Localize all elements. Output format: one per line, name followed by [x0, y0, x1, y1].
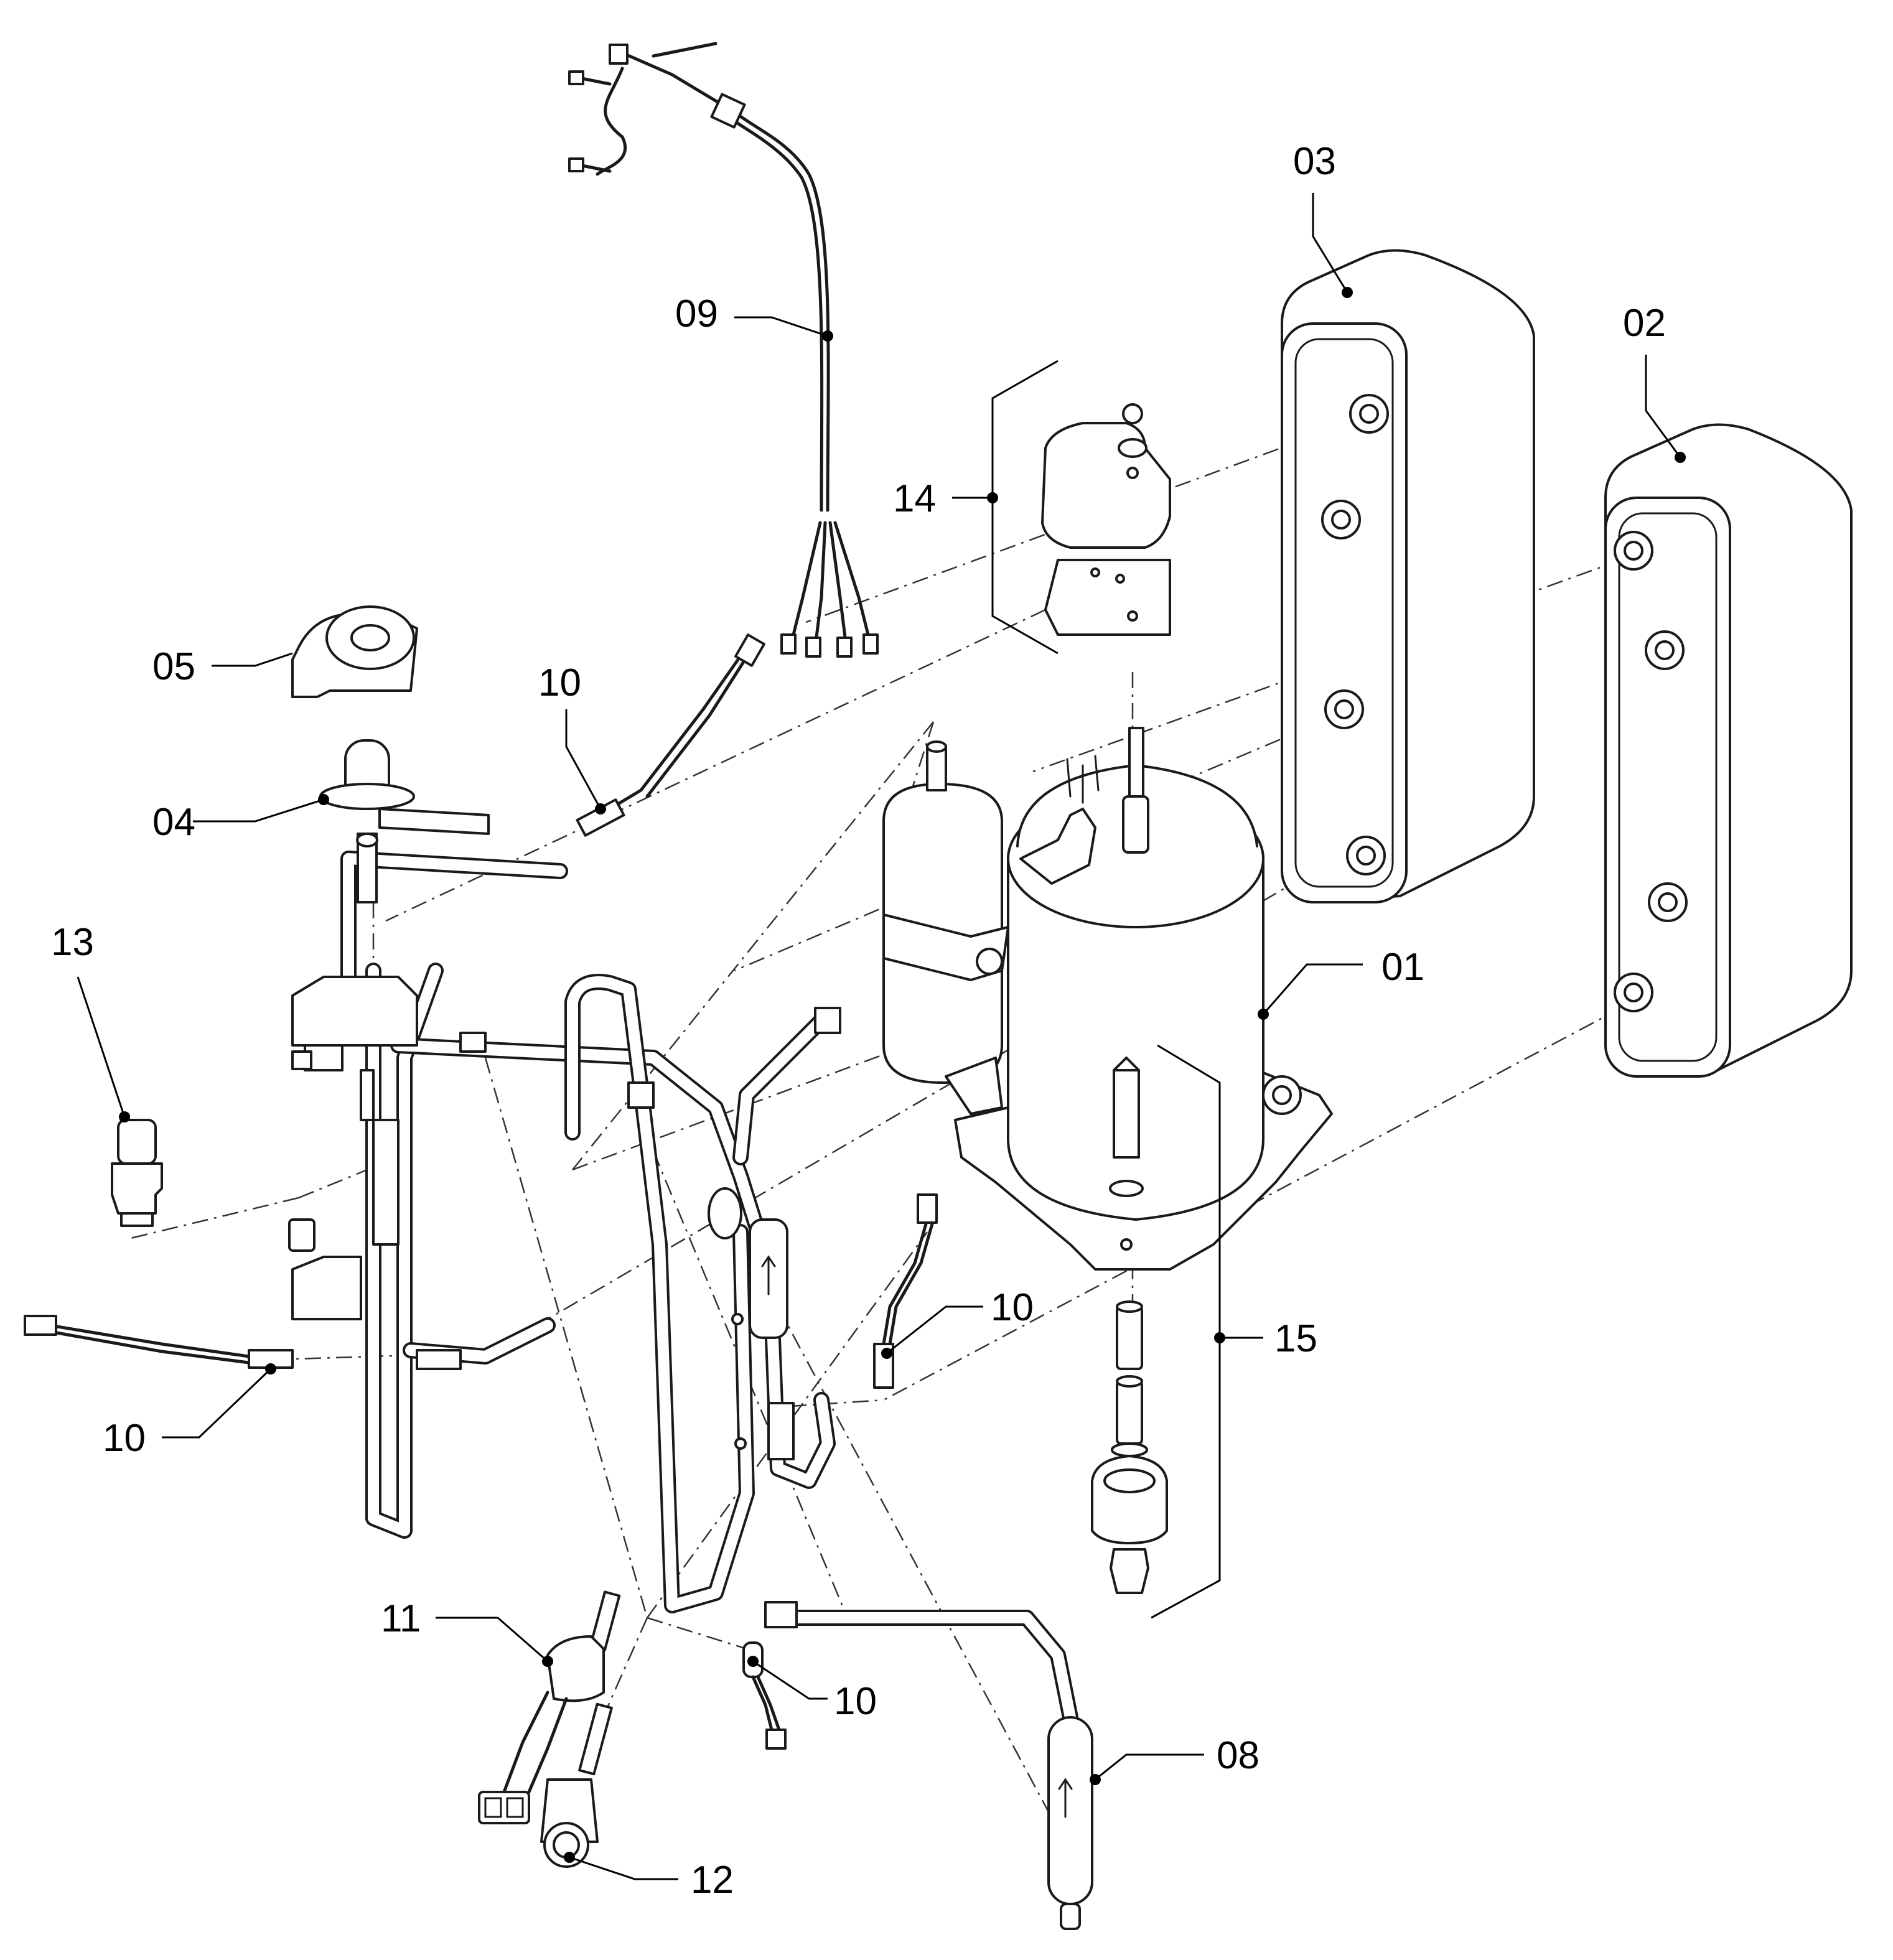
label-03: 03	[1293, 140, 1336, 183]
bracket-15-brace	[1151, 1044, 1221, 1619]
label-09: 09	[675, 292, 718, 335]
refrigerant-piping	[288, 851, 1078, 1725]
label-10-middle: 10	[991, 1286, 1034, 1329]
accumulator	[882, 740, 1009, 1115]
compressor	[954, 727, 1333, 1271]
label-12: 12	[691, 1859, 734, 1902]
temperature-sensor-middle	[873, 1193, 938, 1389]
terminal-cover-bracket	[1041, 403, 1171, 636]
label-10-lower: 10	[834, 1680, 877, 1723]
check-valve-12	[540, 1702, 613, 1868]
temperature-sensor-upper	[576, 633, 765, 837]
anti-vibration-pad-02	[1604, 423, 1853, 1078]
leader-lines	[77, 193, 1686, 1880]
label-14: 14	[893, 477, 936, 520]
label-15: 15	[1274, 1317, 1317, 1360]
label-13: 13	[51, 921, 94, 964]
filter-drier	[1047, 1716, 1093, 1930]
mounting-hardware	[1091, 1300, 1168, 1594]
label-11: 11	[381, 1597, 421, 1640]
temperature-sensor-left	[24, 1315, 294, 1369]
label-02: 02	[1623, 302, 1666, 345]
wire-harness	[568, 42, 879, 658]
label-04: 04	[152, 801, 195, 844]
solenoid-valve-11	[478, 1590, 621, 1824]
anti-vibration-pad-03	[1281, 249, 1535, 903]
solenoid-coil	[291, 605, 418, 698]
pressure-switch	[111, 1119, 163, 1227]
label-08: 08	[1217, 1734, 1260, 1777]
bracket-14-brace	[991, 360, 1059, 655]
label-01: 01	[1381, 946, 1424, 989]
label-05: 05	[152, 645, 195, 688]
label-10-left: 10	[103, 1417, 146, 1460]
label-10-upper: 10	[538, 661, 581, 704]
callout-labels: 01 02 03 04 05 08 09 10 10 10 10 11 12 1…	[51, 140, 1666, 1902]
